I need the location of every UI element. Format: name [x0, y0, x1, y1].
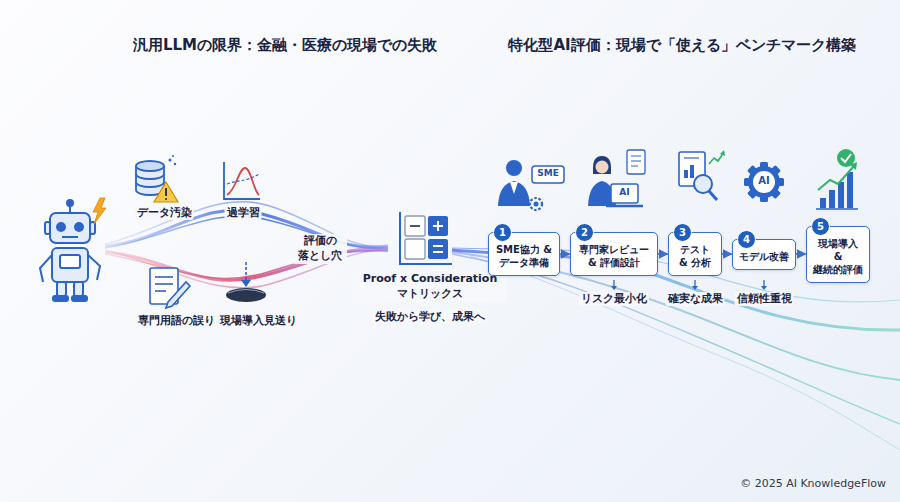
matrix-label: Proof x Consideration マトリックス — [353, 272, 507, 302]
failure-label: 過学習 — [225, 206, 262, 220]
failure-label: 現場導入見送り — [218, 314, 299, 328]
document-icon — [150, 268, 190, 308]
failure-label: 専門用語の誤り — [136, 314, 217, 328]
database-icon — [136, 155, 178, 202]
outcome-label: 確実な成果 — [666, 292, 725, 306]
process-box: 1SME協力 & データ準備 — [488, 232, 560, 276]
outcome-label: 信頼性重視 — [735, 292, 794, 306]
step-number: 4 — [737, 230, 756, 249]
flow-arrow — [722, 253, 732, 255]
step-number: 5 — [811, 217, 830, 236]
outcome-label: リスク最小化 — [579, 292, 649, 306]
gear-icon — [744, 162, 784, 202]
step-label: SME協力 & データ準備 — [494, 243, 554, 269]
step-number: 3 — [673, 223, 692, 242]
flow-lines — [105, 202, 388, 288]
process-box: 4モデル改善 — [732, 239, 796, 270]
section-title: 汎用LLMの限界：金融・医療の現場での失敗 — [133, 36, 437, 56]
step-number: 1 — [493, 223, 512, 242]
pitfall-icon — [226, 262, 266, 302]
flow-arrow — [658, 253, 668, 255]
lightning-symbol — [93, 198, 106, 224]
growth-icon — [816, 149, 858, 209]
process-box: 5現場導入 & 継続的評価 — [806, 226, 870, 283]
flow-arrow — [796, 253, 806, 255]
step-number: 2 — [575, 223, 594, 242]
failure-label: データ汚染 — [135, 206, 194, 220]
step-label: 専門家レビュー & 評価設計 — [576, 243, 652, 269]
reviewer-icon — [588, 150, 645, 206]
screen-text: AI — [619, 187, 629, 199]
section-title: 特化型AI評価：現場で「使える」ベンチマーク構築 — [508, 36, 855, 56]
step-label: テスト & 分析 — [674, 243, 716, 269]
chart-icon — [224, 162, 260, 199]
sign-text: SME — [537, 168, 559, 180]
matrix-caption: 失敗から学び、成果へ — [373, 310, 487, 324]
gear-text: AI — [758, 176, 769, 186]
leader-arrows — [611, 280, 767, 290]
analysis-icon — [679, 150, 725, 200]
copyright-text: © 2025 AI KnowledgeFlow — [740, 477, 886, 491]
process-box: 3テスト & 分析 — [668, 232, 722, 276]
step-label: モデル改善 — [738, 250, 790, 263]
step-label: 現場導入 & 継続的評価 — [812, 237, 864, 276]
matrix-icon — [400, 212, 452, 264]
process-box: 2専門家レビュー & 評価設計 — [570, 232, 658, 276]
robot-icon — [40, 200, 100, 301]
flow-arrow — [560, 253, 570, 255]
expert-icon — [498, 160, 564, 210]
pitfall-label: 評価の 落とし穴 — [293, 234, 347, 264]
